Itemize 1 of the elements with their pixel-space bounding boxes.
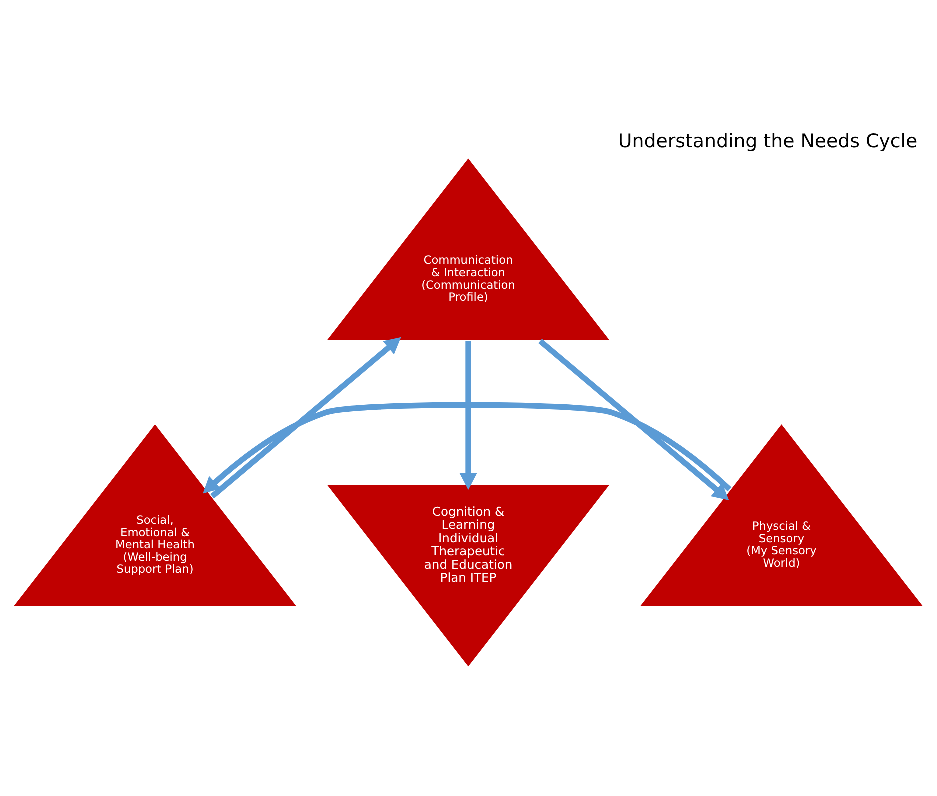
diagram-title: Understanding the Needs Cycle [618, 130, 918, 152]
